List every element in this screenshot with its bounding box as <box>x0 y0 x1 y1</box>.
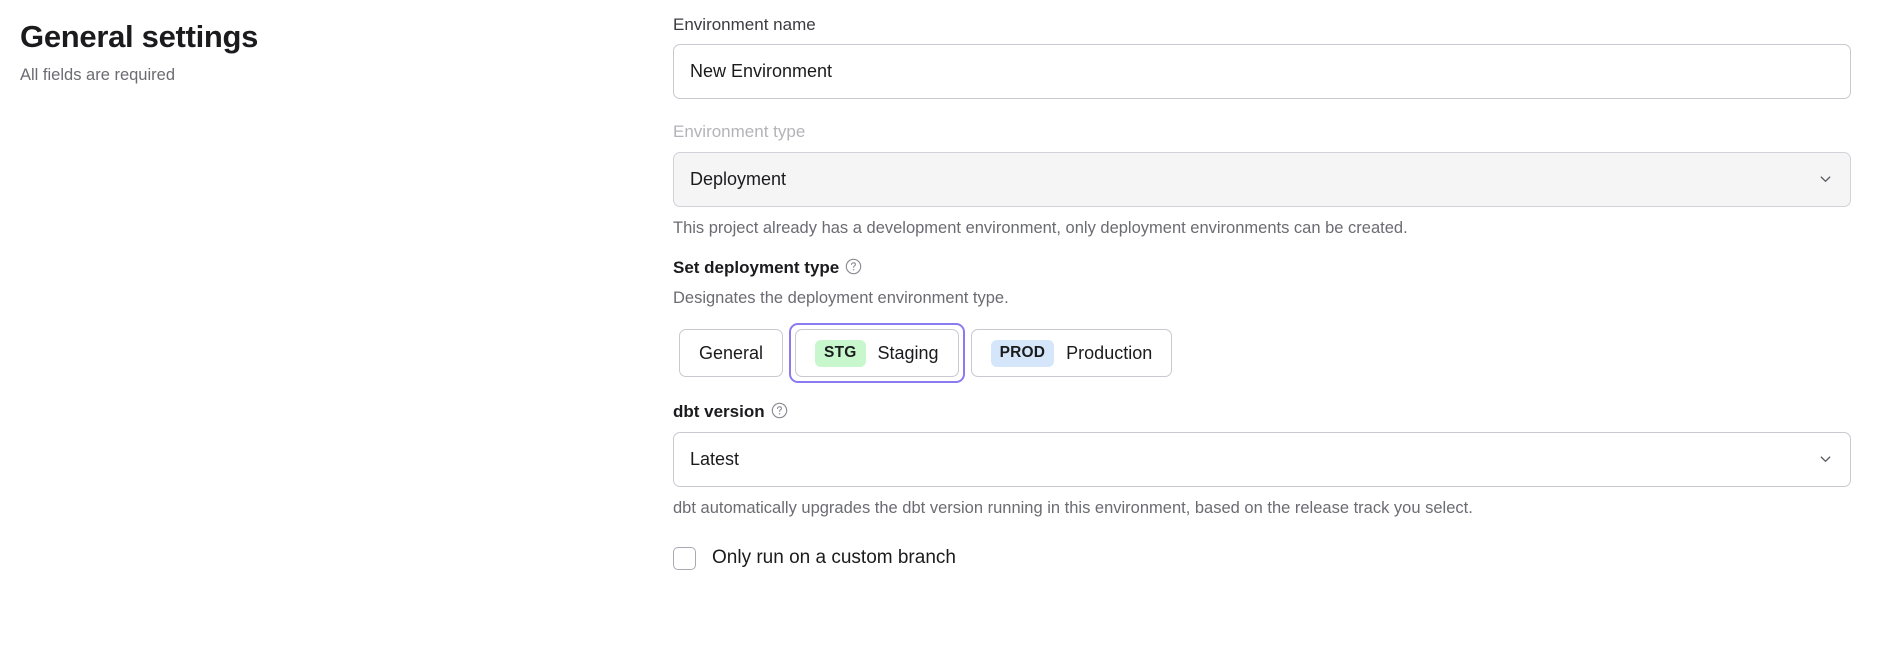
environment-name-label: Environment name <box>673 15 816 34</box>
dbt-version-select[interactable]: Latest <box>673 431 1851 487</box>
page-title: General settings <box>20 19 259 54</box>
deployment-type-option-production[interactable]: PROD Production <box>970 329 1173 378</box>
staging-badge: STG <box>815 339 866 367</box>
settings-intro-panel: General settings All fields are required <box>20 18 620 87</box>
deployment-type-field-group: Set deployment type Designates the deplo… <box>673 257 1851 384</box>
deployment-type-option-production-label: Production <box>1066 342 1153 363</box>
dbt-version-label: dbt version <box>673 401 1851 422</box>
deployment-type-option-general[interactable]: General <box>679 329 784 378</box>
question-mark-circle-icon[interactable] <box>845 258 862 275</box>
environment-type-value: Deployment <box>690 168 787 189</box>
chevron-down-icon <box>1818 172 1833 187</box>
chevron-down-icon <box>1818 452 1833 467</box>
deployment-type-option-staging-label: Staging <box>877 342 939 363</box>
environment-type-select[interactable]: Deployment <box>673 151 1851 207</box>
deployment-type-label-text: Set deployment type <box>673 257 840 277</box>
deployment-type-button-group: General STG Staging PROD Production <box>673 323 1851 384</box>
environment-type-label: Environment type <box>673 122 806 142</box>
deployment-type-description: Designates the deployment environment ty… <box>673 289 1009 308</box>
deployment-type-option-general-wrap: General <box>673 323 789 383</box>
deployment-type-option-production-wrap: PROD Production <box>965 323 1179 383</box>
dbt-version-value: Latest <box>690 448 740 469</box>
dbt-version-field-group: dbt version Latest dbt automatically upg… <box>673 401 1851 519</box>
environment-type-field-group: Environment type Deployment This project… <box>673 121 1851 239</box>
custom-branch-label[interactable]: Only run on a custom branch <box>712 547 956 569</box>
environment-type-help-text: This project already has a development e… <box>673 218 1408 237</box>
deployment-type-option-general-label: General <box>699 342 764 363</box>
environment-name-field-group: Environment name New Environment <box>673 14 1851 100</box>
page-subtitle: All fields are required <box>20 66 175 85</box>
general-settings-form: Environment name New Environment Environ… <box>673 14 1851 570</box>
custom-branch-checkbox[interactable] <box>673 546 696 570</box>
environment-name-input[interactable]: New Environment <box>673 44 1851 100</box>
production-badge: PROD <box>990 339 1055 367</box>
dbt-version-label-text: dbt version <box>673 402 765 422</box>
deployment-type-option-staging-wrap: STG Staging <box>789 323 965 384</box>
question-mark-circle-icon[interactable] <box>771 402 788 419</box>
deployment-type-label: Set deployment type <box>673 257 1851 278</box>
dbt-version-help-text: dbt automatically upgrades the dbt versi… <box>673 498 1473 517</box>
custom-branch-row[interactable]: Only run on a custom branch <box>673 546 1851 570</box>
deployment-type-option-staging[interactable]: STG Staging <box>795 329 959 378</box>
